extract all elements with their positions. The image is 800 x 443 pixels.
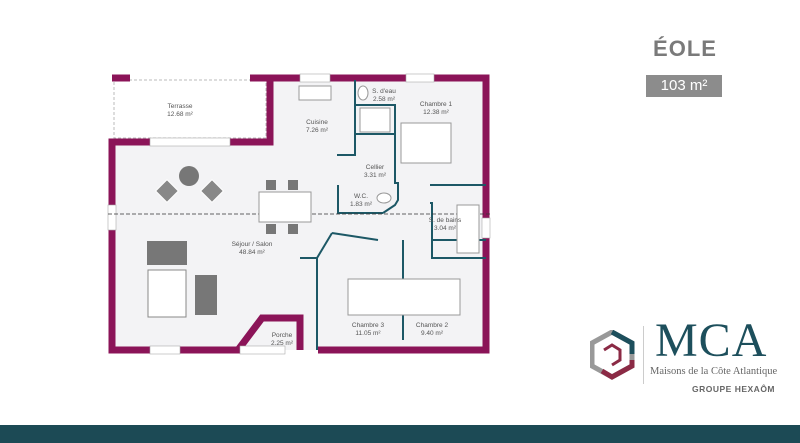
windows [107,73,491,355]
toilet [376,192,392,204]
room-area: 2.25 m² [271,340,294,347]
room-area: 3.31 m² [364,172,387,179]
bed-1 [400,122,452,164]
room-area: 2.58 m² [373,96,396,103]
bathtub [456,204,480,254]
beds [347,278,461,316]
room-name: Cuisine [306,119,328,126]
room-name: W.C. [354,193,368,200]
room-name: Séjour / Salon [232,241,273,248]
room-area: 11.05 m² [355,330,381,337]
brand-tagline: Maisons de la Côte Atlantique [650,366,778,377]
room-area: 7.26 m² [306,127,329,134]
room-name: Chambre 3 [352,322,385,329]
model-name: ÉOLE [653,36,717,61]
round-table [179,166,199,186]
room-name: S. de bains [429,217,462,224]
shower [359,107,391,133]
room-name: Chambre 2 [416,322,449,329]
mca-logo-icon [590,330,635,380]
room-name: Cellier [366,164,385,171]
coffee-table [147,269,187,318]
room-area: 12.38 m² [423,109,449,116]
room-area: 12.68 m² [167,111,193,118]
kitchen-sink [298,85,332,101]
room-name: Chambre 1 [420,101,453,108]
sofa-2 [195,275,217,315]
room-area: 48.84 m² [239,249,265,256]
sofa [147,241,187,265]
room-area: 9.40 m² [421,330,444,337]
floor-plan: Terrasse 12.68 m² Cuisine 7.26 m² S. d'e… [107,73,491,355]
room-area: 3.04 m² [434,225,457,232]
room-labels: Terrasse 12.68 m² Cuisine 7.26 m² S. d'e… [167,88,462,347]
furniture [147,85,480,318]
room-name: Terrasse [168,103,193,110]
room-name: Porche [272,332,293,339]
logo-separator [643,326,644,384]
armchair [199,178,225,204]
brand-group: GROUPE HEXAÔM [692,384,776,394]
surface-badge: 103 m² [646,75,722,97]
brand-logo-text: MCA [655,314,768,367]
dining-table [258,191,312,223]
armchair [154,178,180,204]
terrace-area [112,78,267,140]
footer-bar [0,425,800,443]
washbasin [357,85,369,101]
room-name: S. d'eau [372,88,396,95]
room-area: 1.83 m² [350,201,373,208]
